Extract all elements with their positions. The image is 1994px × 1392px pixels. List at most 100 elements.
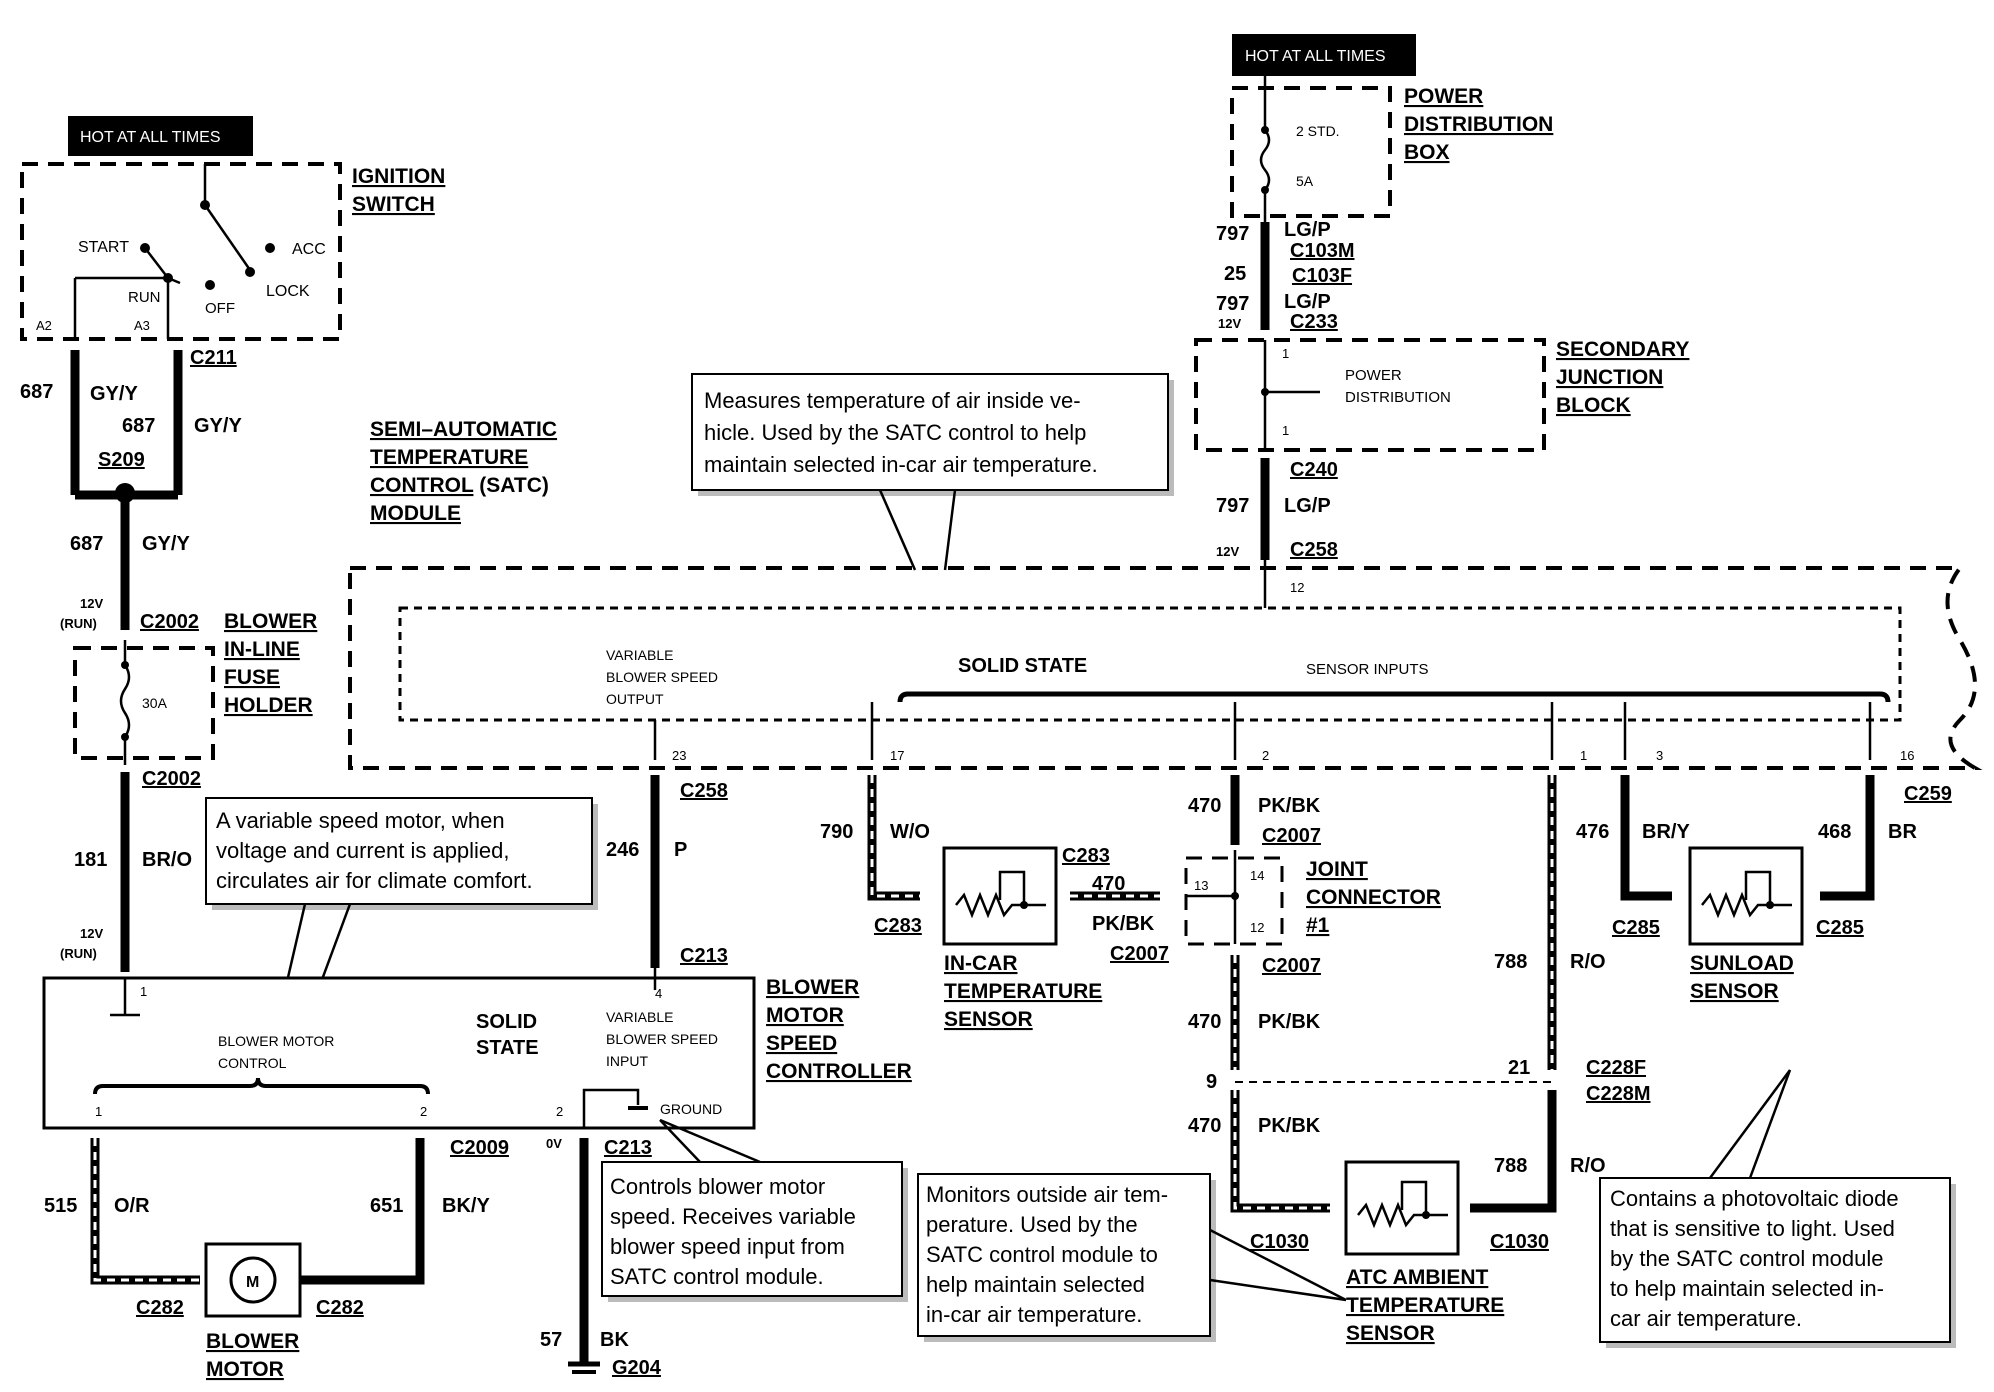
svg-text:16: 16: [1900, 748, 1914, 763]
svg-text:468: 468: [1818, 821, 1851, 843]
blower-motor-speed-controller: 1 4 BLOWER MOTOR CONTROL SOLID STATE VAR…: [42, 968, 912, 1130]
svg-text:651: 651: [370, 1195, 403, 1217]
connector-c240: C240: [1290, 459, 1338, 481]
svg-text:788: 788: [1494, 951, 1527, 973]
svg-text:W/O: W/O: [890, 821, 930, 843]
svg-text:ATC AMBIENT: ATC AMBIENT: [1346, 1266, 1488, 1289]
svg-text:that is sensitive to light. U: that is sensitive to light. Used: [1610, 1216, 1895, 1241]
ignition-acc-label: ACC: [292, 241, 326, 258]
svg-text:797: 797: [1216, 495, 1249, 517]
secondary-junction-block: 1 1 POWER DISTRIBUTION SECONDARY JUNCTIO…: [1194, 338, 1689, 452]
connector-c1030-right: C1030: [1490, 1231, 1549, 1253]
svg-text:VARIABLE: VARIABLE: [606, 647, 673, 663]
wire-687: C211 687 GY/Y 687 GY/Y S209 687 GY/Y 12V…: [20, 347, 242, 633]
svg-text:DISTRIBUTION: DISTRIBUTION: [1404, 113, 1553, 136]
power-distribution-box: 2 STD. 5A POWER DISTRIBUTION BOX: [1230, 76, 1553, 222]
svg-text:(RUN): (RUN): [60, 616, 97, 631]
svg-text:2: 2: [556, 1104, 563, 1119]
svg-text:0V: 0V: [546, 1136, 562, 1151]
svg-text:blower speed input from: blower speed input from: [610, 1234, 845, 1259]
svg-text:JUNCTION: JUNCTION: [1556, 366, 1663, 389]
svg-text:SEMI–AUTOMATIC: SEMI–AUTOMATIC: [370, 418, 557, 441]
connector-c2002-bottom: C2002: [142, 768, 201, 790]
svg-text:GROUND: GROUND: [660, 1101, 722, 1117]
connector-c2007-top: C2007: [1262, 825, 1321, 847]
svg-text:IN-LINE: IN-LINE: [224, 638, 300, 661]
joint-connector-1: 470 PK/BK C2007 14 13 12 JOINT CONNECTOR…: [1184, 775, 1552, 1253]
svg-text:CONTROL: CONTROL: [218, 1055, 287, 1071]
svg-text:LG/P: LG/P: [1284, 219, 1331, 241]
svg-text:SUNLOAD: SUNLOAD: [1690, 952, 1794, 975]
svg-text:1: 1: [140, 984, 147, 999]
connector-c213-top: C213: [680, 945, 728, 967]
note-ambient-sensor: Monitors outside air tem- perature. Used…: [917, 1173, 1347, 1342]
svg-text:TEMPERATURE: TEMPERATURE: [944, 980, 1102, 1003]
svg-text:IN-CAR: IN-CAR: [944, 952, 1018, 975]
note-sunload-sensor: Contains a photovoltaic diode that is se…: [1599, 1069, 1956, 1348]
svg-text:perature. Used by the: perature. Used by the: [926, 1212, 1138, 1237]
svg-text:TEMPERATURE: TEMPERATURE: [370, 446, 528, 469]
ignition-off-label: OFF: [205, 300, 235, 317]
svg-text:GY/Y: GY/Y: [194, 415, 242, 437]
svg-text:12V: 12V: [1216, 544, 1239, 559]
svg-text:5A: 5A: [1296, 173, 1314, 189]
svg-text:POWER: POWER: [1404, 85, 1483, 108]
svg-text:R/O: R/O: [1570, 951, 1606, 973]
connector-c285-left: C285: [1612, 917, 1660, 939]
connector-c258-mid: C258: [680, 780, 728, 802]
connector-c282-right: C282: [316, 1297, 364, 1319]
hot-label-left: HOT AT ALL TIMES: [68, 116, 253, 156]
svg-text:797: 797: [1216, 223, 1249, 245]
svg-text:BLOWER SPEED: BLOWER SPEED: [606, 669, 718, 685]
svg-text:voltage and current is applied: voltage and current is applied,: [216, 838, 510, 863]
svg-text:SOLID STATE: SOLID STATE: [958, 655, 1087, 677]
svg-text:O/R: O/R: [114, 1195, 150, 1217]
svg-text:1: 1: [1282, 423, 1289, 438]
svg-text:BLOWER: BLOWER: [224, 610, 317, 633]
svg-text:21: 21: [1508, 1057, 1530, 1079]
ignition-switch: START ACC RUN OFF LOCK A2 A3 IGNITION SW…: [20, 162, 445, 341]
svg-text:BLOWER MOTOR: BLOWER MOTOR: [218, 1033, 334, 1049]
svg-text:12: 12: [1250, 920, 1264, 935]
svg-text:hicle. Used by the SATC contr: hicle. Used by the SATC control to help: [704, 420, 1086, 445]
svg-text:JOINT: JOINT: [1306, 858, 1368, 881]
ground-g204: G204: [612, 1357, 662, 1379]
svg-text:(RUN): (RUN): [60, 946, 97, 961]
connector-c213-bottom: C213: [604, 1137, 652, 1159]
svg-text:246: 246: [606, 839, 639, 861]
svg-text:BR/O: BR/O: [142, 849, 192, 871]
hot-label-right: HOT AT ALL TIMES: [1232, 34, 1416, 76]
svg-text:BK/Y: BK/Y: [442, 1195, 490, 1217]
svg-text:2 STD.: 2 STD.: [1296, 123, 1340, 139]
blower-inline-fuse-holder: 30A BLOWER IN-LINE FUSE HOLDER: [73, 610, 317, 765]
svg-text:687: 687: [20, 381, 53, 403]
svg-text:3: 3: [1656, 748, 1663, 763]
svg-text:help maintain selected: help maintain selected: [926, 1272, 1145, 1297]
svg-text:P: P: [674, 839, 687, 861]
svg-text:INPUT: INPUT: [606, 1053, 648, 1069]
svg-text:R/O: R/O: [1570, 1155, 1606, 1177]
svg-text:SWITCH: SWITCH: [352, 193, 435, 216]
connector-c2009: C2009: [450, 1137, 509, 1159]
svg-text:687: 687: [122, 415, 155, 437]
blower-motor-circuit: C2009 515 O/R 651 BK/Y C282 C282 M BLOWE…: [44, 1137, 509, 1381]
svg-text:BR/Y: BR/Y: [1642, 821, 1690, 843]
connector-c233: C233: [1290, 311, 1338, 333]
svg-text:SENSOR: SENSOR: [944, 1008, 1033, 1031]
svg-text:SATC control module.: SATC control module.: [610, 1264, 824, 1289]
svg-text:CONTROL (SATC): CONTROL (SATC): [370, 474, 549, 497]
atc-ambient-circuit: 788 R/O 21 C228F C228M 788 R/O C1030 ATC…: [1344, 775, 1650, 1345]
svg-text:2: 2: [1262, 748, 1269, 763]
svg-text:#1: #1: [1306, 914, 1330, 937]
svg-text:4: 4: [655, 986, 662, 1001]
svg-text:FUSE: FUSE: [224, 666, 280, 689]
splice-s209: S209: [98, 449, 145, 471]
note-incar-sensor: Measures temperature of air inside ve- h…: [691, 373, 1174, 571]
connector-c2007-side: C2007: [1110, 943, 1169, 965]
svg-text:SOLID: SOLID: [476, 1011, 537, 1033]
wire-797-lower: C240 797 LG/P 12V C258: [1216, 458, 1338, 608]
svg-text:12V: 12V: [1218, 316, 1241, 331]
connector-c259: C259: [1904, 783, 1952, 805]
svg-text:LG/P: LG/P: [1284, 291, 1331, 313]
